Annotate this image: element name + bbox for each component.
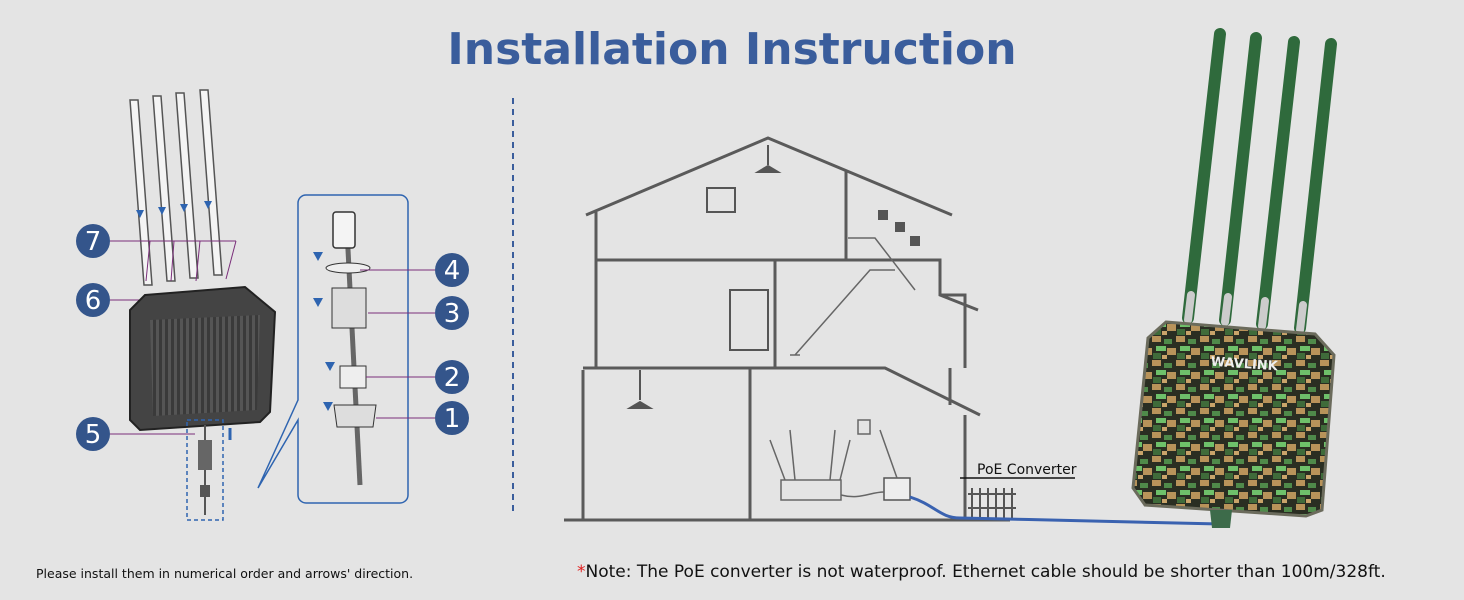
svg-text:4: 4 bbox=[444, 256, 461, 286]
waterproof-note: *Note: The PoE converter is not waterpro… bbox=[577, 562, 1386, 582]
svg-text:1: 1 bbox=[444, 404, 461, 434]
poe-converter-label: PoE Converter bbox=[977, 462, 1077, 478]
cable-gland-detail bbox=[257, 194, 435, 504]
svg-text:5: 5 bbox=[85, 420, 102, 450]
callout-5: 5 bbox=[76, 417, 110, 451]
page-title: Installation Instruction bbox=[447, 24, 1016, 75]
callout-6: 6 bbox=[76, 283, 110, 317]
svg-text:6: 6 bbox=[85, 286, 102, 316]
exploded-router-illustration bbox=[110, 89, 277, 521]
ethernet-cable bbox=[909, 495, 1221, 526]
house-illustration bbox=[564, 136, 1075, 522]
svg-text:2: 2 bbox=[444, 363, 461, 393]
outdoor-router-product: WAVLINK bbox=[1131, 28, 1337, 528]
poe-converter-icon bbox=[883, 477, 911, 501]
install-order-hint: Please install them in numerical order a… bbox=[36, 566, 413, 581]
brand-logo: WAVLINK bbox=[1210, 355, 1279, 375]
callout-3: 3 bbox=[435, 296, 469, 330]
callout-7: 7 bbox=[76, 224, 110, 258]
note-text: Note: The PoE converter is not waterproo… bbox=[586, 562, 1386, 582]
callout-1: 1 bbox=[435, 401, 469, 435]
callout-2: 2 bbox=[435, 360, 469, 394]
antennas bbox=[129, 89, 223, 286]
router-grill bbox=[150, 315, 260, 416]
svg-text:3: 3 bbox=[444, 299, 461, 329]
svg-text:7: 7 bbox=[85, 227, 102, 257]
arrow-icons bbox=[136, 201, 212, 218]
note-asterisk: * bbox=[577, 562, 586, 582]
connector-detail-box bbox=[186, 419, 224, 521]
leader-lines-7 bbox=[110, 240, 237, 282]
callout-4: 4 bbox=[435, 253, 469, 287]
